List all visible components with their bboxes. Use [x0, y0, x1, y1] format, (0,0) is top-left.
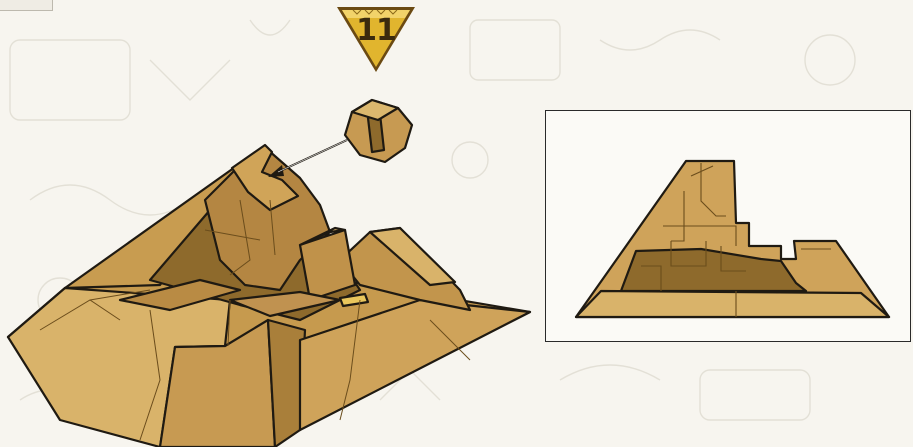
arrow-icon — [268, 140, 347, 177]
pyramid-assembly-view — [0, 90, 540, 447]
corner-tab — [0, 0, 53, 11]
step-number: 11 — [335, 13, 417, 48]
step-badge: 11 — [335, 4, 417, 74]
section-base — [576, 291, 889, 317]
cross-section-view — [546, 111, 912, 343]
detail-inset — [545, 110, 911, 342]
